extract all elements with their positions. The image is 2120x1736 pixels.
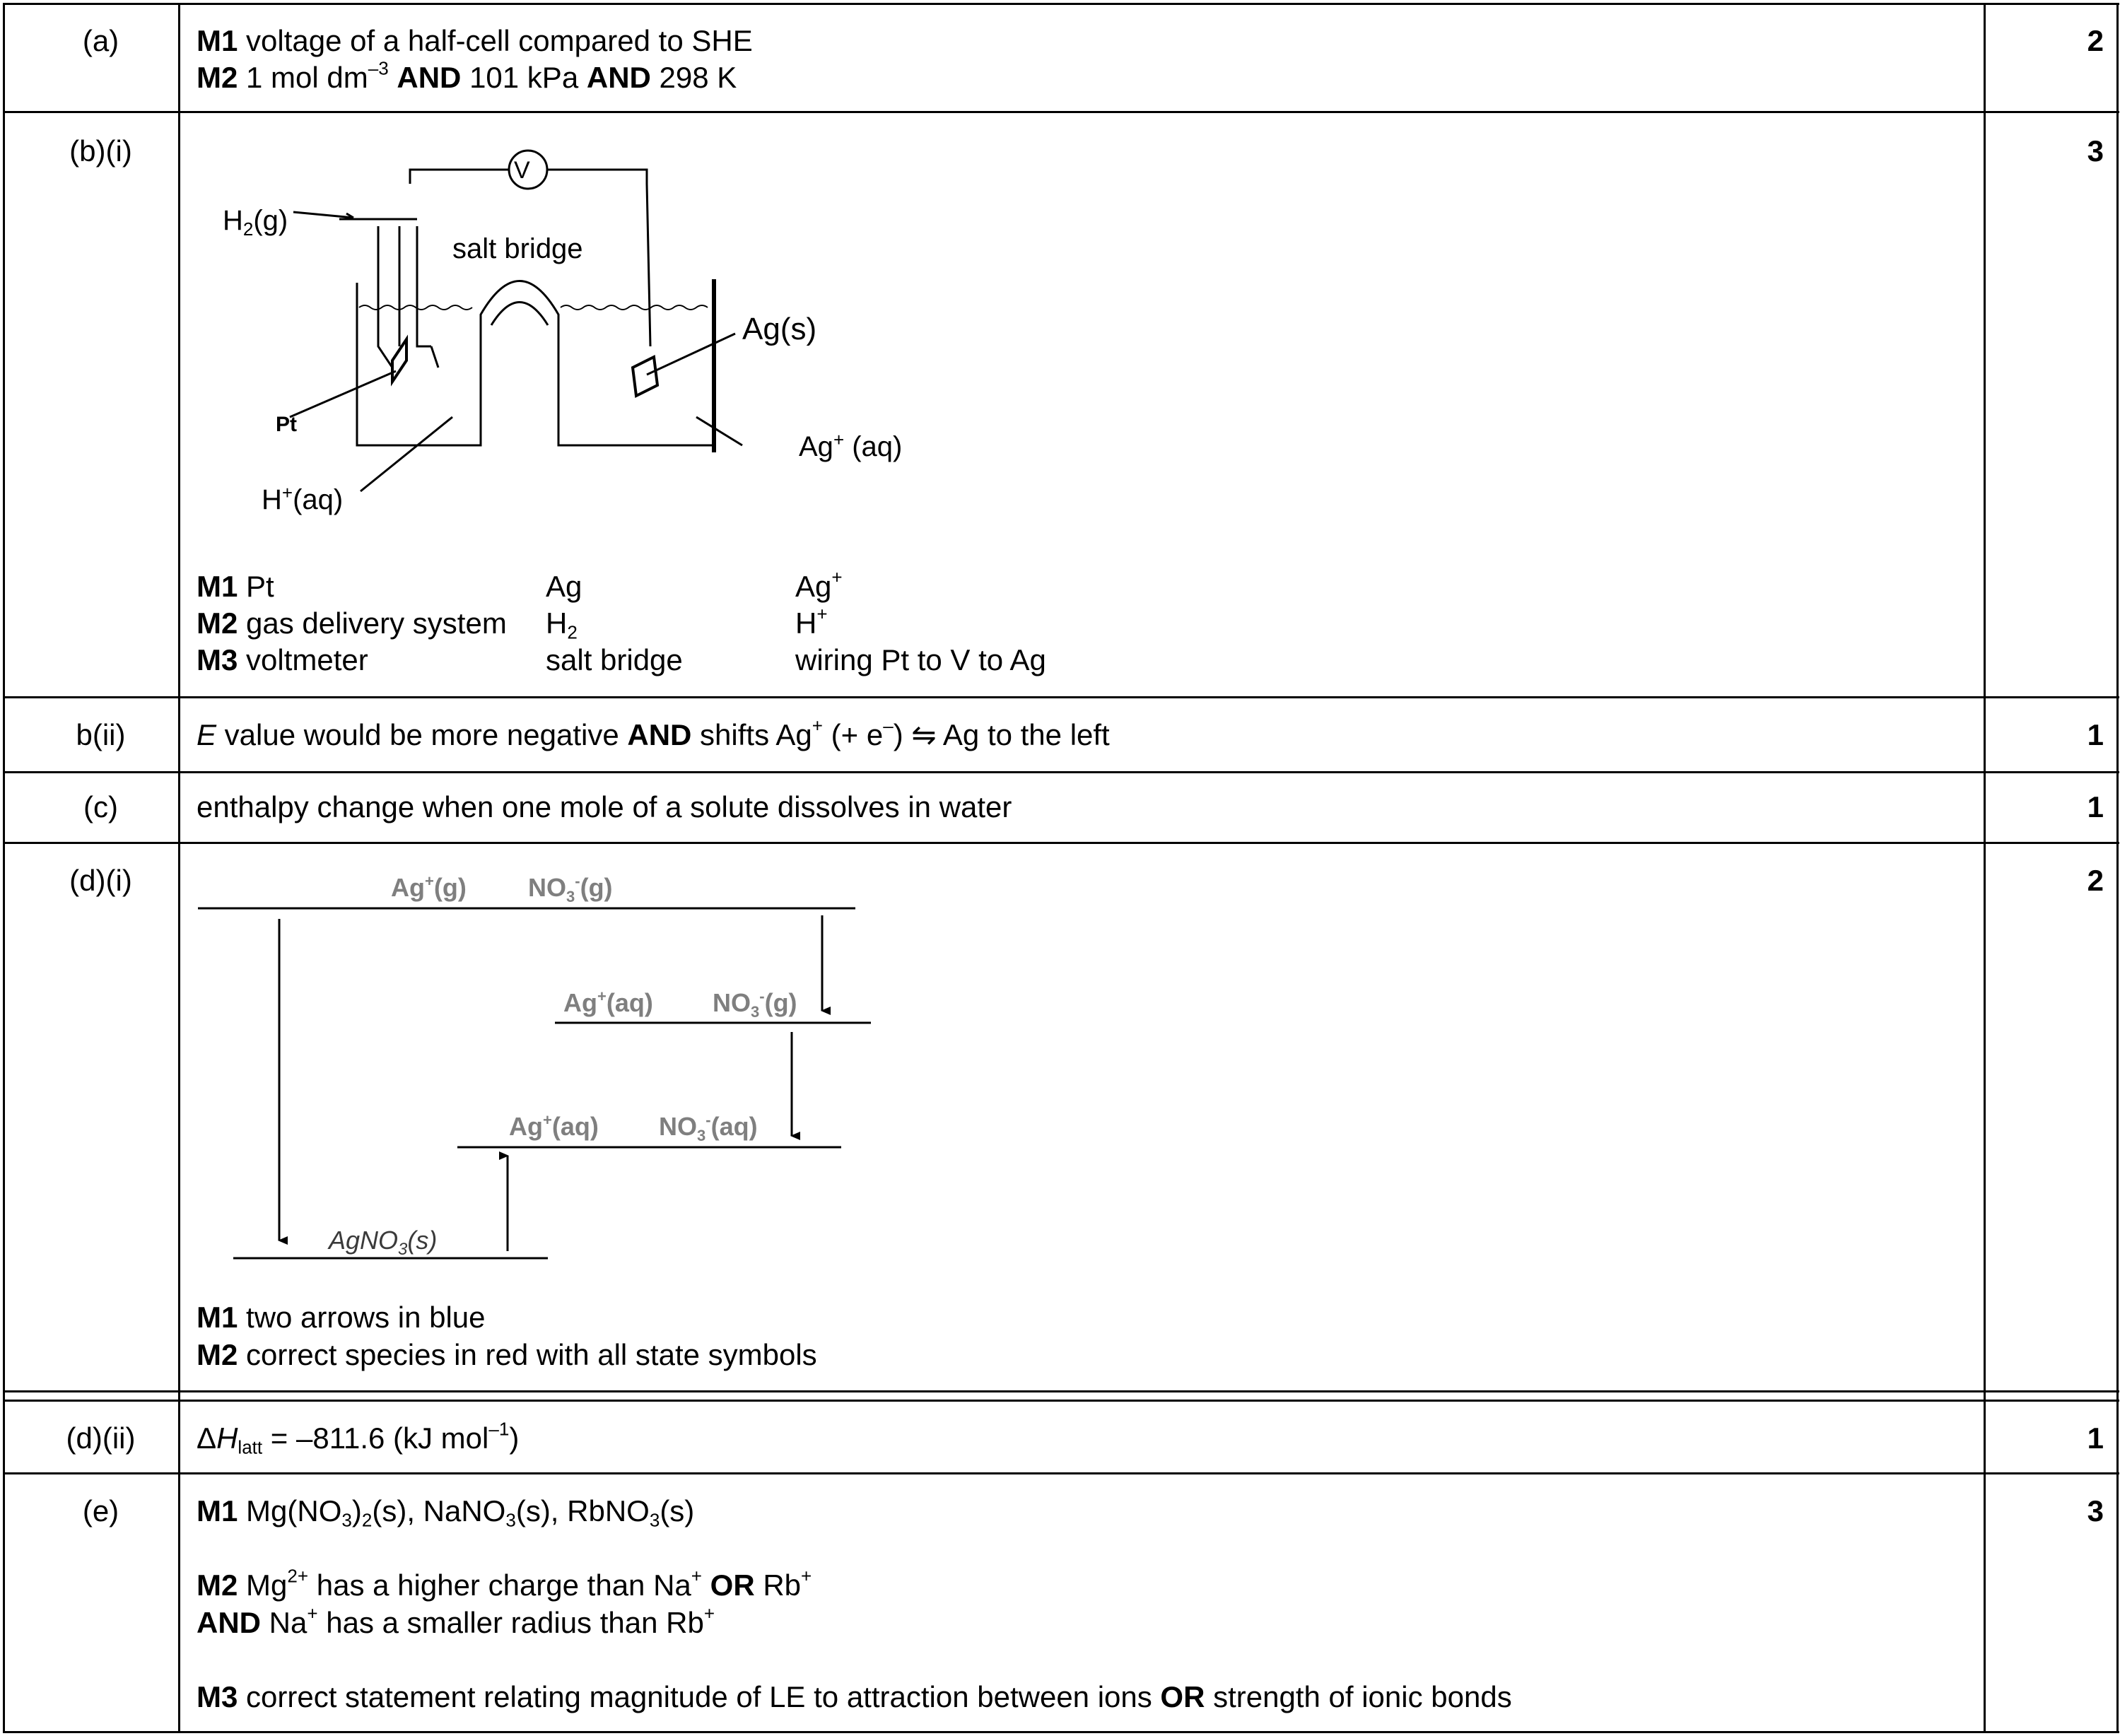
grid-line bbox=[3, 696, 2119, 698]
label-ag-gas: Ag+(g) bbox=[391, 872, 467, 902]
energy-cycle-diagram: Ag+(g) NO3-(g) Ag+(aq) NO3-(g) Ag+(aq) N… bbox=[198, 872, 871, 1260]
grid-line bbox=[3, 1390, 2119, 1392]
grid-line bbox=[2116, 3, 2119, 1733]
answer-line-m1: M1 voltage of a half-cell compared to SH… bbox=[197, 24, 753, 57]
marks-value: 1 bbox=[2087, 1421, 2104, 1455]
ag-solid-label: Ag(s) bbox=[742, 312, 816, 346]
answer-text: E value would be more negative AND shift… bbox=[197, 715, 1110, 751]
question-number: (b)(i) bbox=[69, 134, 132, 168]
marking-point-m2-continued: AND Na+ has a smaller radius than Rb+ bbox=[197, 1602, 715, 1639]
grid-line bbox=[178, 3, 180, 1733]
label-ag-aq: Ag+(aq) bbox=[563, 987, 653, 1017]
question-number: (c) bbox=[83, 790, 118, 823]
marking-point-m3-col2: salt bridge bbox=[546, 643, 683, 676]
marking-point-m2: M2 gas delivery system bbox=[197, 606, 507, 640]
label-no3-aq-low: NO3-(aq) bbox=[659, 1111, 758, 1144]
marking-point-m1: M1 Pt bbox=[197, 570, 274, 603]
marking-point-m2: M2 correct species in red with all state… bbox=[197, 1338, 817, 1371]
ag-aq-label: Ag+ (aq) bbox=[799, 429, 902, 462]
marks-value: 3 bbox=[2087, 134, 2104, 168]
grid-line bbox=[3, 842, 2119, 844]
question-number: (a) bbox=[82, 24, 119, 57]
question-number: (e) bbox=[82, 1494, 119, 1527]
marking-point-m3-col3: wiring Pt to V to Ag bbox=[795, 643, 1046, 676]
marking-point-m2-col2: H2 bbox=[546, 606, 578, 643]
grid-line bbox=[3, 1731, 2119, 1733]
marks-value: 1 bbox=[2087, 790, 2104, 823]
voltmeter-label: V bbox=[514, 157, 530, 184]
voltmeter-icon bbox=[508, 149, 549, 190]
pt-label: Pt bbox=[276, 413, 297, 436]
grid-line bbox=[3, 1472, 2119, 1474]
answer-line-m2: M2 1 mol dm–3 AND 101 kPa AND 298 K bbox=[197, 57, 737, 94]
answer-text: enthalpy change when one mole of a solut… bbox=[197, 790, 1012, 823]
label-agno3-solid: AgNO3(s) bbox=[327, 1226, 437, 1259]
electrochemical-cell-diagram: V H2(g) salt bridge Ag(s) Pt H+(aq) Ag+ … bbox=[223, 149, 902, 515]
grid-line bbox=[3, 3, 5, 1733]
grid-line bbox=[3, 1400, 2119, 1402]
h2-gas-label: H2(g) bbox=[223, 205, 288, 240]
salt-bridge-label: salt bridge bbox=[452, 233, 583, 264]
label-no3-gas-mid: NO3-(g) bbox=[713, 987, 797, 1021]
marks-value: 3 bbox=[2087, 1494, 2104, 1527]
grid-line bbox=[3, 111, 2119, 113]
marking-point-m2: M2 Mg2+ has a higher charge than Na+ OR … bbox=[197, 1565, 812, 1602]
label-ag-aq-low: Ag+(aq) bbox=[509, 1111, 599, 1141]
marking-point-m1: M1 two arrows in blue bbox=[197, 1301, 486, 1334]
marking-point-m3: M3 correct statement relating magnitude … bbox=[197, 1680, 1512, 1713]
grid-line bbox=[3, 3, 2119, 5]
h-aq-label: H+(aq) bbox=[262, 482, 343, 515]
label-no3-gas: NO3-(g) bbox=[528, 872, 613, 905]
marking-point-m1-col3: Ag+ bbox=[795, 566, 843, 603]
question-number: (d)(i) bbox=[69, 864, 132, 897]
marks-value: 2 bbox=[2087, 24, 2104, 57]
grid-line bbox=[1984, 3, 1986, 1733]
marks-value: 2 bbox=[2087, 864, 2104, 897]
grid-line bbox=[3, 771, 2119, 773]
marking-point-m3: M3 voltmeter bbox=[197, 643, 368, 676]
marking-point-m1: M1 Mg(NO3)2(s), NaNO3(s), RbNO3(s) bbox=[197, 1494, 695, 1531]
marking-point-m2-col3: H+ bbox=[795, 603, 828, 640]
answer-text: ΔHlatt = –811.6 (kJ mol–1) bbox=[197, 1418, 520, 1458]
question-number: (d)(ii) bbox=[66, 1421, 136, 1455]
marking-point-m1-col2: Ag bbox=[546, 570, 582, 603]
marks-value: 1 bbox=[2087, 718, 2104, 751]
question-number: b(ii) bbox=[76, 718, 126, 751]
